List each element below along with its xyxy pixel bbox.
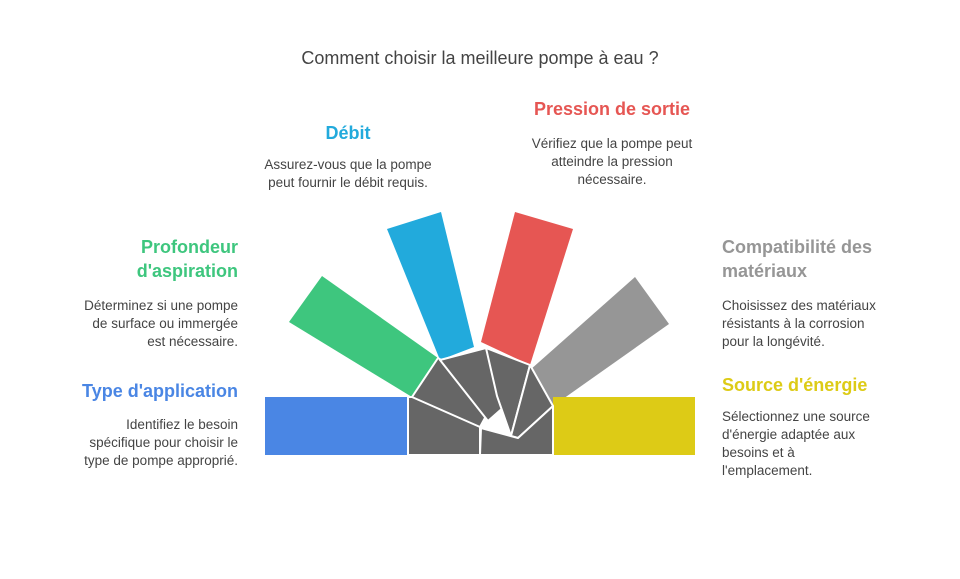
debit-description: Assurez-vous que la pompe peut fournir l… <box>238 156 458 192</box>
desc-line: Déterminez si une pompe <box>84 298 238 313</box>
desc-line: nécessaire. <box>577 172 647 187</box>
pression-sortie-description: Vérifiez que la pompe peut atteindre la … <box>502 135 722 189</box>
source-energie-heading: Source d'énergie <box>722 375 868 395</box>
desc-line: Identifiez le besoin <box>126 417 238 432</box>
desc-line: de surface ou immergée <box>92 316 238 331</box>
type-application-description: Identifiez le besoin spécifique pour cho… <box>40 416 238 470</box>
desc-line: besoins et à <box>722 445 795 460</box>
profondeur-aspiration-heading: Profondeur d'aspiration <box>40 235 238 283</box>
desc-line: Choisissez des matériaux <box>722 298 876 313</box>
pression-sortie-heading: Pression de sortie <box>533 99 691 119</box>
desc-line: peut fournir le débit requis. <box>268 175 428 190</box>
desc-line: pour la longévité. <box>722 334 825 349</box>
desc-line: type de pompe approprié. <box>84 453 238 468</box>
desc-line: spécifique pour choisir le <box>89 435 238 450</box>
heading-line: Compatibilité des <box>722 237 873 257</box>
diagram-title: Comment choisir la meilleure pompe à eau… <box>301 48 659 68</box>
desc-line: Vérifiez que la pompe peut <box>531 136 693 151</box>
blade-debit <box>387 212 474 360</box>
heading-line: d'aspiration <box>136 261 238 281</box>
desc-line: Sélectionnez une source <box>722 409 870 424</box>
heading-line: matériaux <box>722 261 808 281</box>
compatibilite-materiaux-description: Choisissez des matériaux résistants à la… <box>722 297 942 351</box>
desc-line: résistants à la corrosion <box>722 316 865 331</box>
desc-line: l'emplacement. <box>722 463 813 478</box>
desc-line: Assurez-vous que la pompe <box>264 157 432 172</box>
blade-profondeur-aspiration <box>289 276 438 397</box>
desc-line: atteindre la pression <box>551 154 673 169</box>
central-hub <box>407 347 554 456</box>
hub-segment-source <box>479 405 554 456</box>
profondeur-aspiration-description: Déterminez si une pompe de surface ou im… <box>40 297 238 351</box>
source-energie-description: Sélectionnez une source d'énergie adapté… <box>722 408 942 480</box>
blade-pression-sortie <box>481 212 573 365</box>
desc-line: d'énergie adaptée aux <box>722 427 856 442</box>
type-application-heading: Type d'application <box>82 381 238 401</box>
blade-compatibilite-materiaux <box>530 277 669 406</box>
heading-line: Profondeur <box>141 237 238 257</box>
debit-heading: Débit <box>325 123 371 143</box>
blade-type-application <box>265 397 408 455</box>
desc-line: est nécessaire. <box>147 334 238 349</box>
blade-source-energie <box>553 397 695 455</box>
compatibilite-materiaux-heading: Compatibilité des matériaux <box>722 235 942 283</box>
